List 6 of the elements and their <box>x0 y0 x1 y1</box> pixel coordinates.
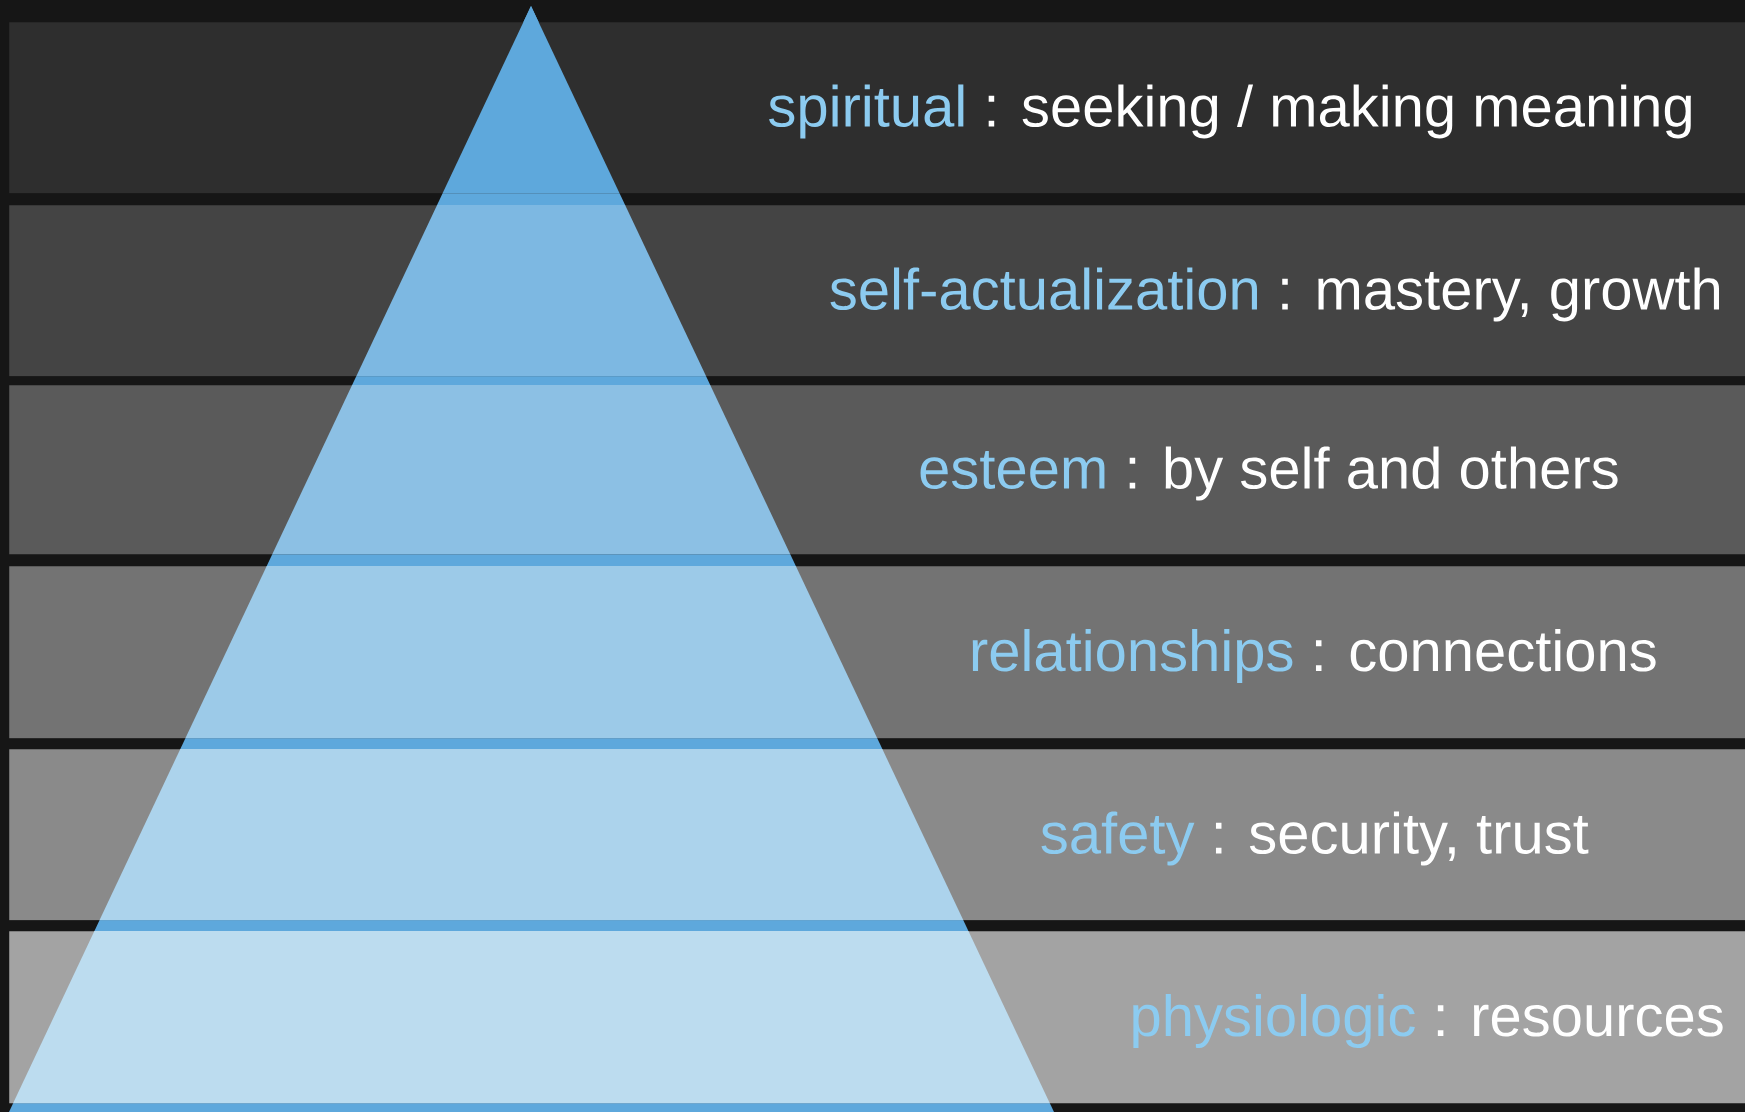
pyramid-band: physiologic : resources <box>9 931 1745 1104</box>
pyramid-band: relationships : connections <box>9 566 1745 739</box>
pyramid-band: safety : security, trust <box>9 749 1745 921</box>
pyramid-band: self-actualization : mastery, growth <box>9 205 1745 377</box>
pyramid-band: esteem : by self and others <box>9 385 1745 555</box>
pyramid-band: spiritual : seeking / making meaning <box>9 6 1745 194</box>
